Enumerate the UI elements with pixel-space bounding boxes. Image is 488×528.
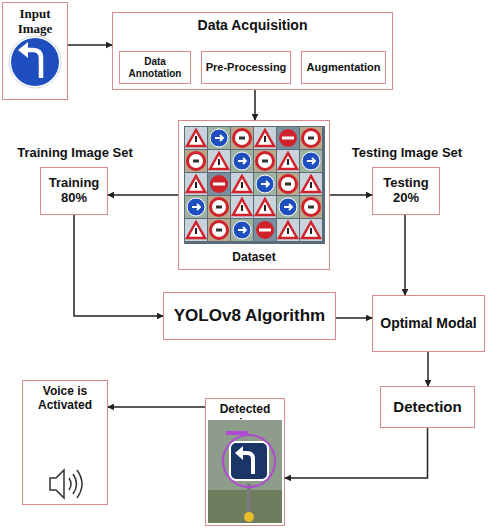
turn-arrow (242, 453, 253, 474)
sign-thumb (208, 196, 230, 218)
output-box: Voice is Activated (22, 380, 108, 505)
sign-thumb (300, 196, 322, 218)
node-label: Data Annotation (120, 56, 190, 79)
sign-plate (230, 442, 268, 480)
sign-thumb (300, 219, 322, 241)
sign-thumb (300, 127, 322, 149)
sound-wave (69, 478, 71, 490)
sign-thumb (277, 173, 299, 195)
node-label: Dataset (230, 251, 277, 265)
dataset-grid (184, 126, 325, 244)
detected-sign-photo (208, 420, 282, 523)
node-label: YOLOv8 Algorithm (172, 306, 327, 326)
flow-arrow (427, 352, 429, 386)
node-label: Optimal Modal (378, 315, 478, 331)
box-heading: Testing Image Set (333, 146, 481, 161)
node-label: Voice is Activated (23, 385, 107, 413)
sign-thumb (254, 150, 276, 172)
sign-disc (11, 38, 59, 86)
sign-thumb (185, 196, 207, 218)
sign-thumb (208, 219, 230, 241)
detection-tag (226, 431, 248, 435)
sign-thumb (254, 196, 276, 218)
flow-arrow (108, 406, 205, 408)
input-sign-image (9, 36, 61, 88)
stage-box: Data AcquisitionData Annotation Pre-Proce… (112, 12, 393, 90)
sign-thumb (231, 127, 253, 149)
flow-arrow (74, 215, 163, 316)
algorithm-box: YOLOv8 Algorithm (163, 292, 336, 340)
sound-wave (73, 474, 77, 494)
node-label: Input Image (3, 7, 67, 37)
yellow-dot (244, 512, 254, 522)
sign-thumb (208, 127, 230, 149)
speaker-icon (50, 470, 82, 498)
node-label: Detection (391, 398, 463, 415)
flow-arrow (68, 44, 112, 46)
sign-pole (247, 484, 251, 516)
node-label: Data Acquisition (196, 17, 310, 33)
node-label: Testing 20% (373, 176, 439, 206)
flow-arrow (404, 215, 406, 295)
photo-ground (208, 490, 282, 523)
flow-arrow (108, 194, 178, 196)
turn-arrow (27, 50, 41, 78)
node-label: Detected sign (206, 403, 284, 431)
sign-thumb (208, 173, 230, 195)
split-box: Testing Image SetTesting 20% (372, 167, 440, 215)
step-box: Data Annotation (119, 51, 191, 84)
flow-arrow (330, 194, 372, 196)
step-box: Augmentation (301, 51, 386, 84)
sign-thumb (254, 127, 276, 149)
sign-rim (9, 36, 61, 88)
sign-thumb (277, 196, 299, 218)
sign-thumb (300, 173, 322, 195)
sign-thumb (231, 196, 253, 218)
turn-arrow-head (18, 42, 28, 58)
sign-thumb (231, 173, 253, 195)
step-box: Pre-Processing (201, 51, 291, 84)
model-box: Optimal Modal (372, 295, 485, 352)
box-heading: Training Image Set (1, 146, 149, 161)
dataset-box: Dataset (178, 120, 330, 270)
sign-thumb (185, 219, 207, 241)
sign-thumb (208, 150, 230, 172)
photo-background (208, 420, 282, 523)
flow-arrow (336, 317, 372, 319)
sound-wave (77, 470, 82, 498)
detection-circle (223, 435, 275, 487)
result-box: Detected sign (205, 398, 285, 526)
sign-thumb (185, 127, 207, 149)
process-box: Detection (380, 386, 475, 428)
sign-thumb (277, 150, 299, 172)
turn-arrow-head (235, 446, 243, 460)
sign-thumb (300, 150, 322, 172)
sign-thumb (277, 219, 299, 241)
sign-thumb (231, 150, 253, 172)
sign-thumb (185, 173, 207, 195)
flow-arrow (254, 90, 256, 120)
sign-thumb (231, 219, 253, 241)
flow-arrow (285, 428, 428, 478)
node-label: Training 80% (41, 176, 107, 206)
node-label: Augmentation (305, 61, 383, 74)
split-box: Training Image SetTraining 80% (40, 167, 108, 215)
speaker-body (50, 470, 64, 498)
sign-thumb (277, 127, 299, 149)
node-label: Pre-Processing (204, 61, 289, 74)
sign-thumb (254, 219, 276, 241)
sign-thumb (254, 173, 276, 195)
sign-thumb (185, 150, 207, 172)
grid-background (184, 126, 325, 244)
input-box: Input Image (2, 2, 68, 100)
